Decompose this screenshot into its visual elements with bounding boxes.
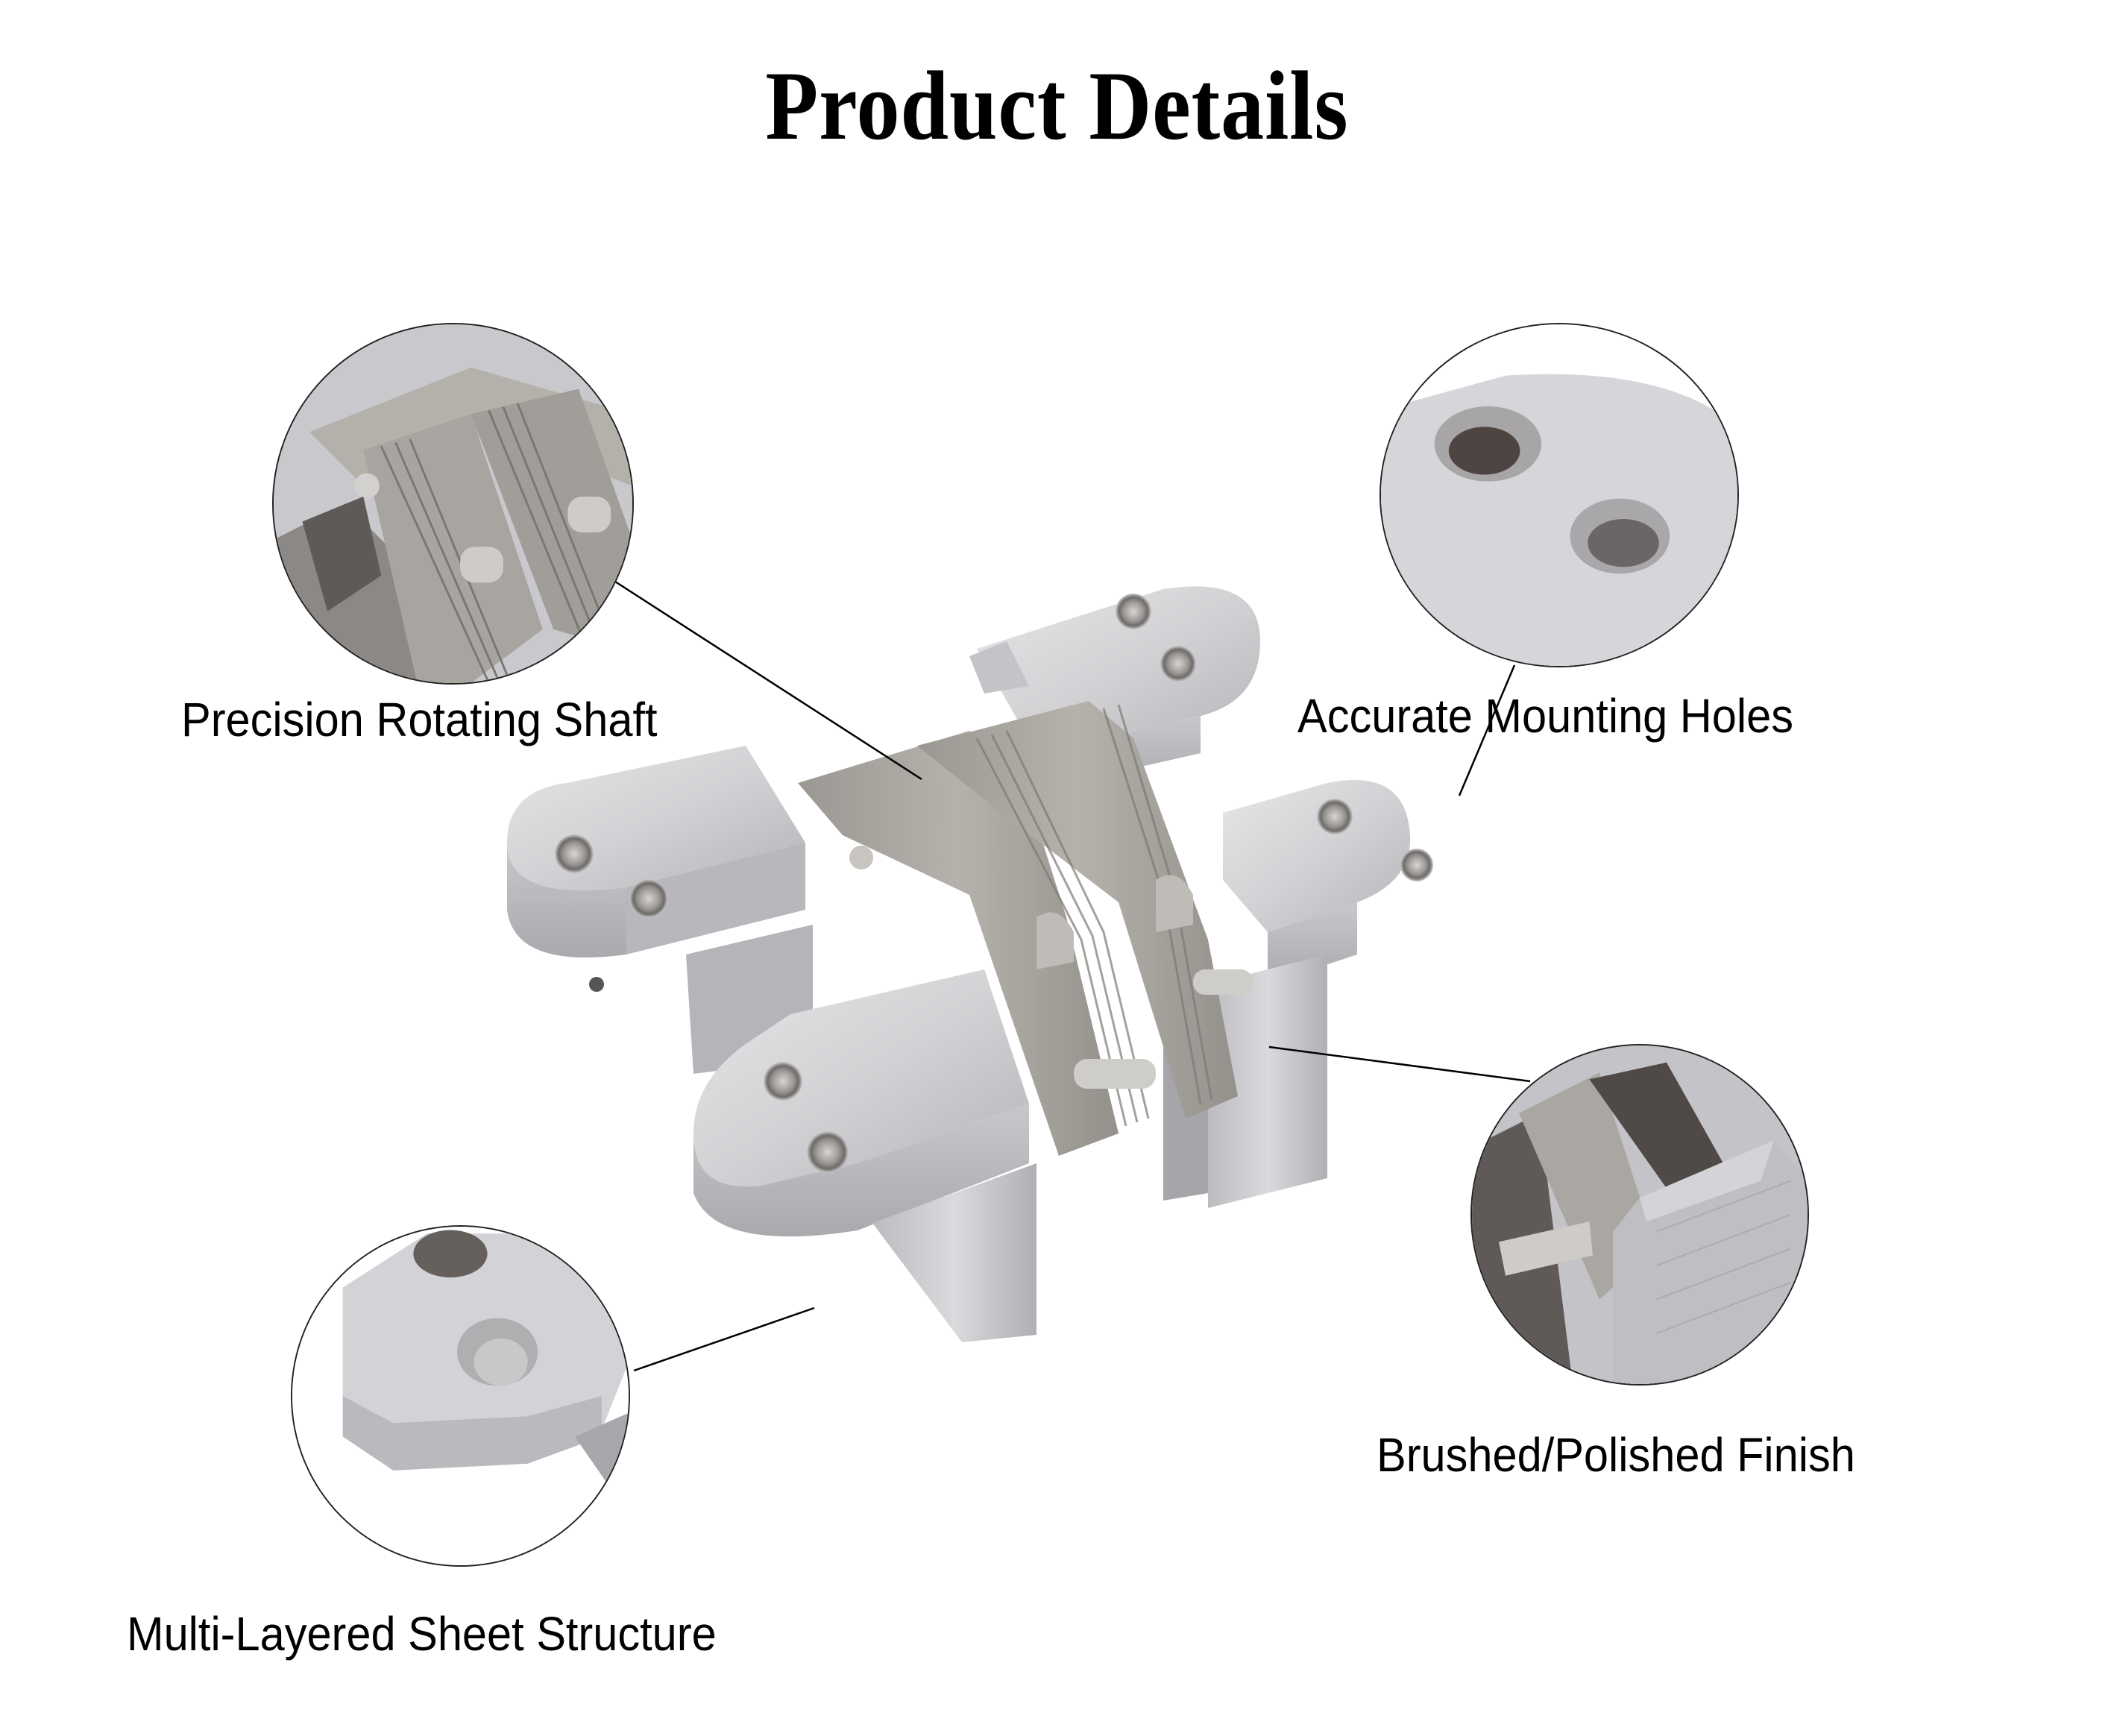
plate-right (1223, 780, 1433, 984)
leader-line-holes (1458, 664, 1516, 796)
leaf-stack (798, 701, 1253, 1156)
layered-sheet-detail-icon (292, 1227, 629, 1565)
callout-label-holes-text: Accurate Mounting Holes (1297, 689, 1793, 743)
callout-label-finish: Brushed/Polished Finish (1377, 1425, 1891, 1485)
detail-circle-finish (1470, 1044, 1809, 1386)
detail-circle-shaft (272, 323, 634, 685)
callout-label-shaft-text: Precision Rotating Shaft (181, 693, 658, 746)
detail-circle-holes (1380, 323, 1739, 667)
plate-front-left (693, 969, 1036, 1342)
callout-label-shaft: Precision Rotating Shaft (181, 690, 693, 749)
callout-label-holes: Accurate Mounting Holes (1297, 686, 1831, 746)
plate-left (507, 746, 813, 1074)
page-title-text: Product Details (765, 51, 1349, 160)
detail-circle-sheets (291, 1225, 630, 1567)
brushed-finish-detail-icon (1472, 1045, 1808, 1384)
callout-label-sheets-text: Multi-Layered Sheet Structure (127, 1607, 717, 1661)
rotating-shaft-detail-icon (274, 324, 632, 683)
leader-line-shaft (612, 579, 922, 781)
leader-line-finish (1268, 1045, 1531, 1083)
leader-line-sheets (633, 1306, 815, 1372)
callout-label-finish-text: Brushed/Polished Finish (1377, 1428, 1855, 1482)
callout-label-sheets: Multi-Layered Sheet Structure (127, 1604, 761, 1664)
page-title: Product Details (0, 46, 2114, 166)
block-right-front (1208, 955, 1327, 1208)
mounting-holes-detail-icon (1381, 324, 1737, 666)
leader-lines (612, 579, 1531, 1372)
